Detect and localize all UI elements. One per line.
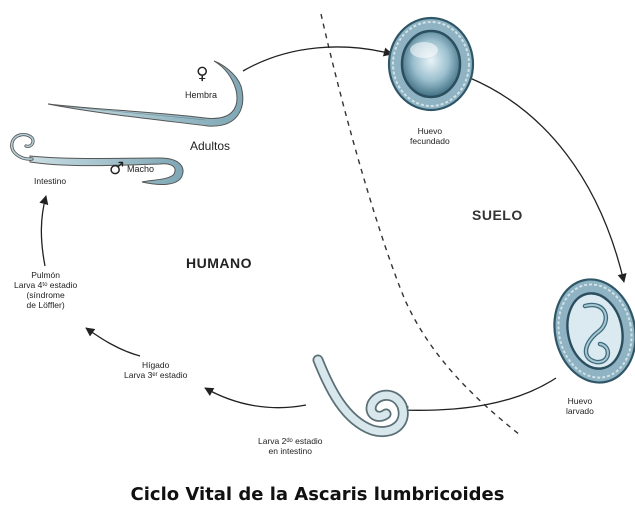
- male-symbol: ♂: [109, 159, 125, 179]
- fertilized-egg-label: Huevo fecundado: [410, 126, 450, 146]
- male-worm-icon: [29, 155, 184, 185]
- arrow-egg-to-larvated-egg: [469, 77, 627, 283]
- arrow-lung-to-intestine: [39, 195, 49, 267]
- adults-label: Adultos: [190, 139, 231, 153]
- larvated-egg-label: Huevo larvado: [566, 396, 594, 416]
- arrow-larva-to-liver: [204, 387, 307, 409]
- lung-stage-label: Pulmón Larva 4ᵗᵒ estadio (síndrome de Lö…: [14, 270, 78, 310]
- larva-second-stage-icon: [312, 354, 409, 437]
- arrow-adults-to-egg: [242, 46, 393, 72]
- arrow-liver-to-lung: [85, 327, 141, 357]
- intestinal-larva-label: Larva 2ᵈᵒ estadio en intestino: [258, 436, 323, 456]
- intestine-label: Intestino: [34, 176, 67, 186]
- soil-divider-line: [320, 13, 521, 436]
- liver-stage-label: Hígado Larva 3ᵉʳ estadio: [124, 360, 188, 380]
- fertilized-egg-icon: [387, 16, 475, 112]
- female-label: Hembra: [185, 90, 218, 100]
- male-label: Macho: [127, 164, 155, 174]
- diagram-caption: Ciclo Vital de la Ascaris lumbricoides: [130, 484, 505, 505]
- soil-label: SUELO: [472, 207, 523, 223]
- human-label: HUMANO: [186, 255, 252, 271]
- arrow-larvated-egg-to-larva: [399, 377, 557, 415]
- female-symbol: ♀: [196, 64, 209, 84]
- larvated-egg-icon: [553, 278, 635, 384]
